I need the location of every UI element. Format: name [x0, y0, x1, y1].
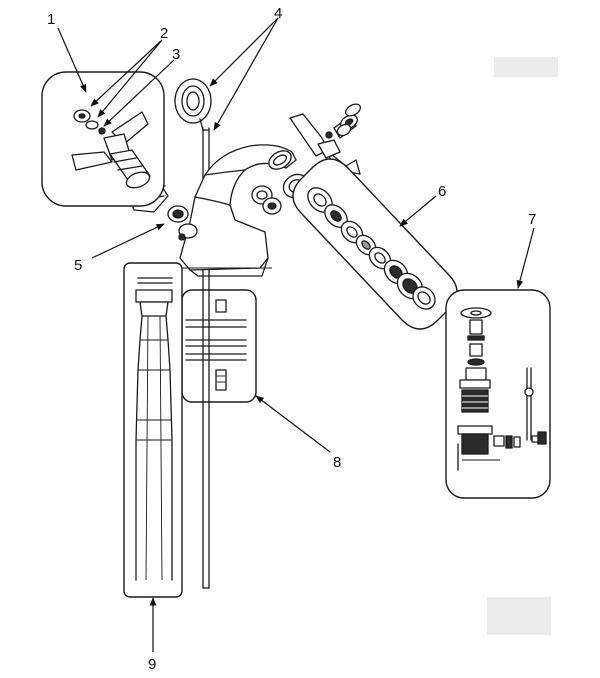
label-5: 5: [74, 257, 82, 274]
leader-3: [103, 59, 175, 127]
label-4: 4: [274, 5, 282, 22]
leader-8: [255, 395, 331, 453]
callout-flexible-tails: [123, 262, 183, 598]
leader-7: [516, 227, 535, 289]
label-1: 1: [47, 11, 55, 28]
right-cross-handle: [289, 103, 362, 175]
lift-rod-knob: [174, 78, 212, 131]
mixer-body: [176, 144, 297, 277]
redacted-patch-top: [494, 57, 558, 77]
redacted-patch-bottom: [487, 597, 551, 635]
label-9: 9: [148, 656, 156, 673]
callout-left-handle: [41, 71, 165, 207]
leader-4b: [213, 17, 279, 131]
leader-5: [91, 223, 165, 259]
leader-lines: [57, 17, 535, 652]
leader-1: [57, 27, 87, 93]
leader-2b: [97, 39, 163, 118]
label-3: 3: [172, 46, 180, 63]
label-6: 6: [438, 183, 446, 200]
callout-popup-waste: [445, 289, 551, 499]
leader-6: [399, 195, 437, 227]
callout-right-cartridge: [292, 158, 458, 330]
leader-4a: [209, 17, 279, 87]
callout-fixing-kit: [181, 289, 257, 403]
label-2: 2: [160, 25, 168, 42]
label-7: 7: [528, 211, 536, 228]
label-8: 8: [333, 454, 341, 471]
leader-2a: [90, 39, 163, 107]
